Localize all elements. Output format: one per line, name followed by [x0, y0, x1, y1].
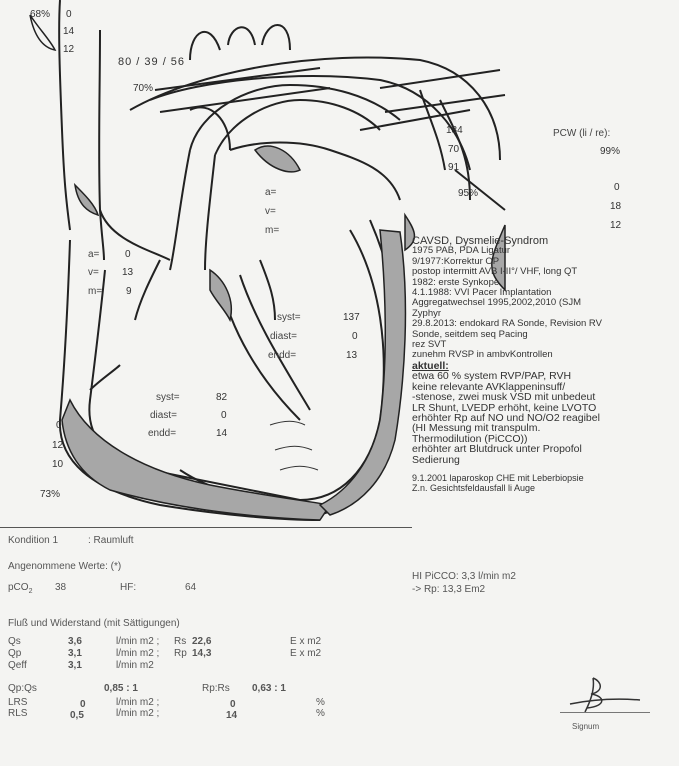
row-rp-val: 14,3: [192, 648, 211, 659]
ra-m-val: 9: [126, 286, 132, 297]
rv-syst-label: syst=: [156, 392, 180, 403]
top-left-v1: 0: [66, 9, 72, 20]
row-qp-unit: l/min m2 ;: [116, 648, 159, 659]
lrs-unit2: %: [316, 697, 325, 708]
pa-pressures: 80 / 39 / 56: [118, 56, 185, 68]
fluss-title: Fluß und Widerstand (mit Sättigungen): [8, 618, 180, 629]
lv-diast-val: 0: [352, 331, 358, 342]
divider: [0, 527, 412, 528]
right-val-1: 134: [446, 125, 463, 136]
signature-line: [560, 712, 650, 713]
rprs-label: Rp:Rs: [202, 683, 230, 694]
top-left-v2: 14: [63, 26, 74, 37]
row-rs-val: 22,6: [192, 636, 211, 647]
bottom-left-v2: 12: [52, 440, 63, 451]
rv-diast-label: diast=: [150, 410, 177, 421]
rls-unit2: %: [316, 708, 325, 719]
rls-val2: 14: [226, 710, 237, 721]
ra-a-label: a=: [88, 249, 99, 260]
rv-syst-val: 82: [216, 392, 227, 403]
ra-v-val: 13: [122, 267, 133, 278]
pcw-v1: 0: [614, 182, 620, 193]
hf-val: 64: [185, 582, 196, 593]
ra-a-val: 0: [125, 249, 131, 260]
right-val-2: 70: [448, 144, 459, 155]
note-line: zunehm RVSP in ambvKontrollen: [412, 350, 674, 360]
row-qs-val: 3,6: [68, 636, 82, 647]
bottom-left-v3: 10: [52, 459, 63, 470]
row-qeff-unit: l/min m2: [116, 660, 154, 671]
lrs-val: 0: [80, 699, 86, 710]
la-a-label: a=: [265, 187, 276, 198]
kondition-label: Kondition 1: [8, 535, 58, 546]
aktuell-line: Sedierung: [412, 455, 674, 465]
pcw-v3: 12: [610, 220, 621, 231]
pco2-val: 38: [55, 582, 66, 593]
lrs-unit: l/min m2 ;: [116, 697, 159, 708]
pcw-sat: 99%: [600, 146, 620, 157]
lrs-val2: 0: [230, 699, 236, 710]
pco2-text: pCO: [8, 582, 29, 593]
note-line: 9.1.2001 laparoskop CHE mit Leberbiopsie: [412, 473, 674, 483]
row-rp-unit: E x m2: [290, 648, 321, 659]
row-rp-label: Rp: [174, 648, 187, 659]
note-line: Sonde, seitdem seq Pacing: [412, 330, 674, 340]
pcw-label: PCW (li / re):: [553, 128, 610, 139]
aktuell-line: -stenose, zwei musk VSD mit unbedeut: [412, 392, 674, 402]
kondition-value: : Raumluft: [88, 535, 134, 546]
right-val-3: 91: [448, 162, 459, 173]
lrs-label: LRS: [8, 697, 27, 708]
hi-picco-2: -> Rp: 13,3 Em2: [412, 584, 485, 595]
lv-syst-val: 137: [343, 312, 360, 323]
lv-endd-label: endd=: [268, 350, 296, 361]
top-left-v3: 12: [63, 44, 74, 55]
lv-endd-val: 13: [346, 350, 357, 361]
aktuell-line: erhöhter art Blutdruck unter Propofol: [412, 444, 674, 454]
row-qs-unit: l/min m2 ;: [116, 636, 159, 647]
pco2-label: pCO2: [8, 582, 32, 595]
angenommene-werte: Angenommene Werte: (*): [8, 561, 121, 572]
rv-endd-label: endd=: [148, 428, 176, 439]
rprs-val: 0,63 : 1: [252, 683, 286, 694]
signum-label: Signum: [572, 722, 599, 731]
rls-val: 0,5: [70, 710, 84, 721]
row-rs-unit: E x m2: [290, 636, 321, 647]
row-qp-label: Qp: [8, 648, 21, 659]
bottom-left-v1: 0: [56, 420, 62, 431]
row-qp-val: 3,1: [68, 648, 82, 659]
row-qs-label: Qs: [8, 636, 21, 647]
rls-unit: l/min m2 ;: [116, 708, 159, 719]
qpqs-label: Qp:Qs: [8, 683, 37, 694]
row-qeff-label: Qeff: [8, 660, 27, 671]
top-left-sat: 68%: [30, 9, 50, 20]
la-m-label: m=: [265, 225, 279, 236]
rv-endd-val: 14: [216, 428, 227, 439]
row-rs-label: Rs: [174, 636, 186, 647]
qpqs-val: 0,85 : 1: [104, 683, 138, 694]
clinical-notes: CAVSD, Dysmelie-Syndrom 1975 PAB, PDA Li…: [412, 236, 674, 494]
lv-syst-label: syst=: [277, 312, 301, 323]
lv-diast-label: diast=: [270, 331, 297, 342]
row-qeff-val: 3,1: [68, 660, 82, 671]
rls-label: RLS: [8, 708, 27, 719]
note-line: Z.n. Gesichtsfeldausfall li Auge: [412, 483, 674, 493]
pa-sat: 70%: [133, 83, 153, 94]
note-line: Aggregatwechsel 1995,2002,2010 (SJM: [412, 298, 674, 308]
pco2-sub: 2: [29, 588, 33, 595]
ra-v-label: v=: [88, 267, 99, 278]
right-sat: 95%: [458, 188, 478, 199]
hi-picco-1: HI PiCCO: 3,3 l/min m2: [412, 571, 516, 582]
hf-label: HF:: [120, 582, 136, 593]
la-v-label: v=: [265, 206, 276, 217]
ra-m-label: m=: [88, 286, 102, 297]
pcw-v2: 18: [610, 201, 621, 212]
rv-diast-val: 0: [221, 410, 227, 421]
bottom-left-sat: 73%: [40, 489, 60, 500]
